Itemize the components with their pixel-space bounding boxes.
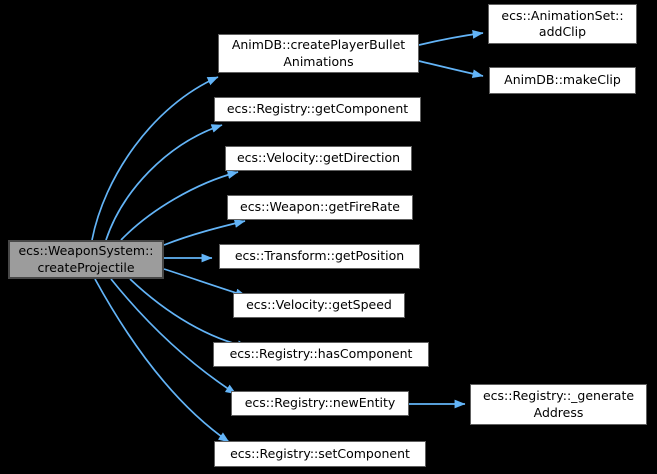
node-label: ecs::AnimationSet:: addClip (501, 7, 624, 40)
graph-node-setComponent[interactable]: ecs::Registry::setComponent (214, 441, 426, 467)
node-label: AnimDB::makeClip (504, 72, 621, 88)
node-label: ecs::Weapon::getFireRate (240, 199, 400, 215)
graph-node-newEntity[interactable]: ecs::Registry::newEntity (231, 391, 409, 416)
graph-node-getComponent[interactable]: ecs::Registry::getComponent (214, 97, 421, 122)
graph-node-hasComponent[interactable]: ecs::Registry::hasComponent (213, 342, 429, 367)
graph-node-addClip[interactable]: ecs::AnimationSet:: addClip (488, 4, 637, 44)
graph-node-createProjectile: ecs::WeaponSystem:: createProjectile (8, 240, 164, 279)
node-label: ecs::Transform::getPosition (234, 248, 405, 264)
edge-createProjectile-to-getDirection (120, 170, 239, 241)
graph-node-generateAddress[interactable]: ecs::Registry::_generate Address (470, 384, 647, 425)
graph-node-getFireRate[interactable]: ecs::Weapon::getFireRate (227, 195, 413, 220)
node-label: ecs::Velocity::getSpeed (246, 297, 392, 313)
edge-createProjectile-to-getSpeed (163, 268, 247, 298)
graph-node-createPlayerBulletAnimations[interactable]: AnimDB::createPlayerBullet Animations (218, 34, 419, 73)
node-label: ecs::Registry::getComponent (226, 101, 409, 117)
graph-node-getDirection[interactable]: ecs::Velocity::getDirection (225, 146, 412, 171)
edge-createProjectile-to-hasComponent (129, 278, 249, 350)
edge-createProjectile-to-getComponent (105, 124, 223, 241)
node-label: ecs::Registry::newEntity (244, 395, 396, 411)
edge-createProjectile-to-newEntity (110, 278, 237, 395)
graph-node-getSpeed[interactable]: ecs::Velocity::getSpeed (233, 293, 405, 318)
edge-createProjectile-to-createPlayerBulletAnimations (91, 76, 219, 241)
node-label: ecs::WeaponSystem:: createProjectile (18, 243, 154, 275)
graph-node-getPosition[interactable]: ecs::Transform::getPosition (219, 244, 420, 269)
edge-createProjectile-to-setComponent (94, 278, 230, 443)
node-label: ecs::Registry::hasComponent (229, 346, 413, 362)
graph-node-makeClip[interactable]: AnimDB::makeClip (489, 67, 636, 94)
node-label: ecs::Registry::_generate Address (482, 388, 635, 420)
edge-createPlayerBulletAnimations-to-makeClip (418, 60, 484, 79)
edge-createProjectile-to-getFireRate (163, 219, 246, 246)
node-label: ecs::Registry::setComponent (230, 445, 410, 461)
node-label: ecs::Velocity::getDirection (236, 150, 401, 166)
node-label: AnimDB::createPlayerBullet Animations (231, 37, 406, 69)
edge-createPlayerBulletAnimations-to-addClip (418, 29, 484, 46)
